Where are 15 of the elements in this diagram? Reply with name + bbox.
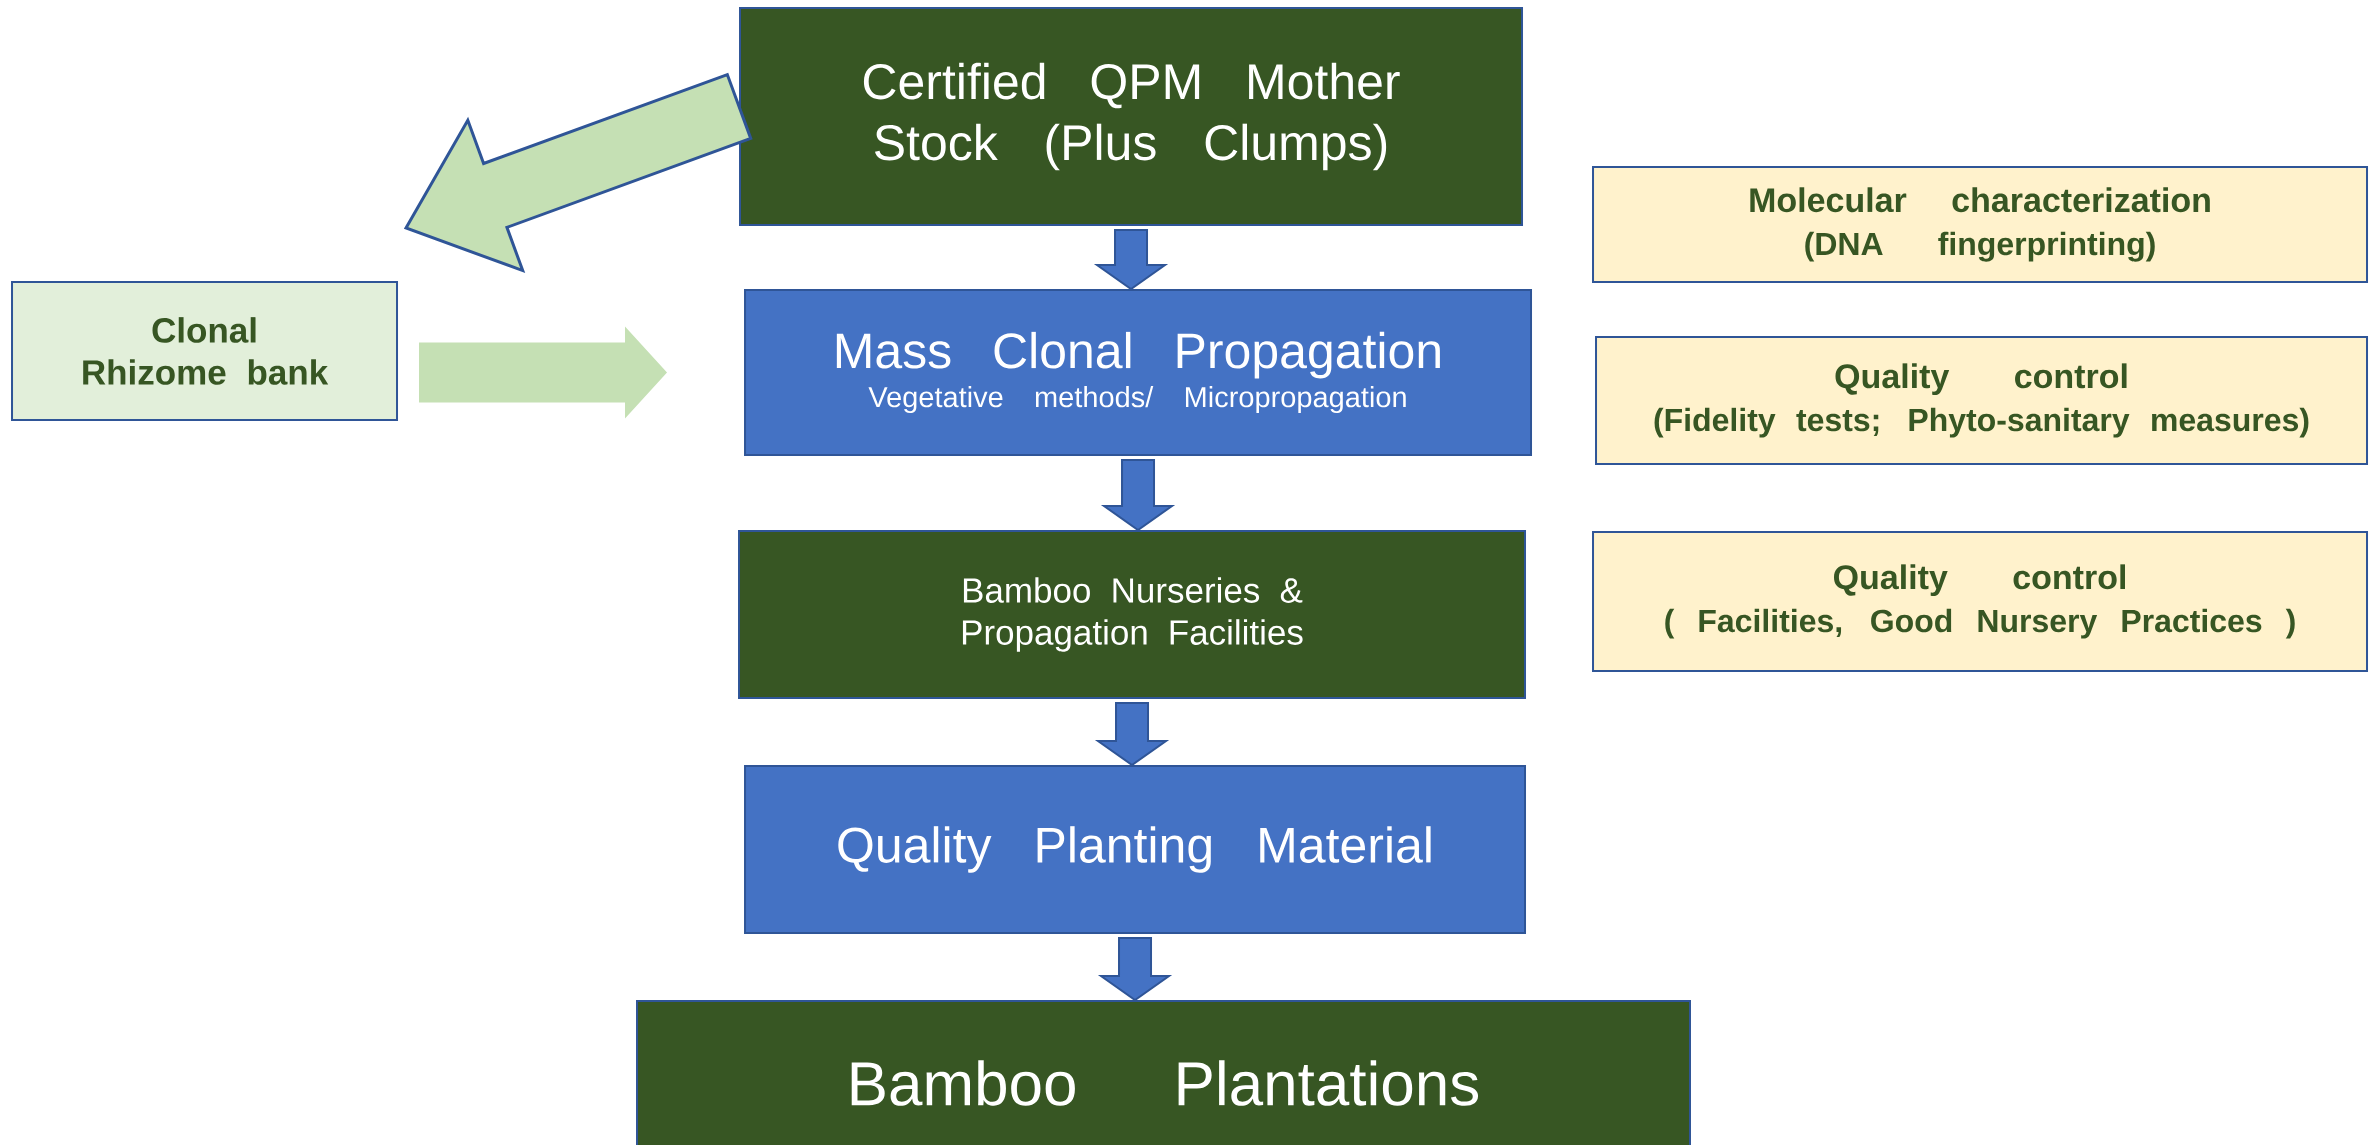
process-box: Bamboo Nurseries & Propagation Facilities	[738, 530, 1526, 699]
source-box: Clonal Rhizome bank	[11, 281, 398, 421]
block-arrow	[1097, 937, 1173, 1002]
block-arrow	[419, 326, 667, 419]
block-arrow	[403, 72, 753, 274]
process-box: Quality Planting Material	[744, 765, 1526, 934]
block-arrow	[1100, 459, 1176, 532]
note-box: Quality control ( Facilities, Good Nursery Practices )	[1592, 531, 2368, 672]
process-box: Certified QPM Mother Stock (Plus Clumps)	[739, 7, 1523, 226]
process-box: Bamboo Plantations	[636, 1000, 1691, 1145]
process-box: Mass Clonal Propagation Vegetative methods/ Micropropagation	[744, 289, 1532, 456]
block-arrow	[1093, 229, 1169, 291]
note-box: Molecular characterization (DNA fingerprinting)	[1592, 166, 2368, 283]
note-box: Quality control (Fidelity tests; Phyto-sanitary measures)	[1595, 336, 2368, 465]
block-arrow	[1094, 702, 1170, 767]
